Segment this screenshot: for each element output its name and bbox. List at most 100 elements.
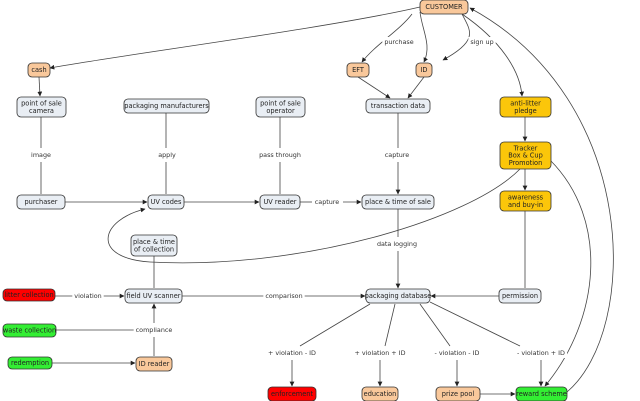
node-litter-collection[interactable]: litter collection [2, 288, 56, 302]
node-label: education [364, 390, 397, 398]
node-label: waste collection [3, 327, 56, 335]
edge-label-background [257, 150, 303, 160]
edge-label-background [382, 37, 416, 47]
node-uv-codes[interactable]: UV codes [147, 194, 185, 210]
edge-label-minus-violation-plus-id: - violation + ID [517, 349, 565, 357]
connector-line [469, 7, 614, 393]
node-box [147, 194, 185, 210]
node-reward-scheme[interactable]: reward scheme [515, 386, 568, 401]
node-permission[interactable]: permission [498, 288, 542, 304]
node-box [361, 386, 399, 401]
node-label: anti-litter [510, 100, 541, 108]
node-box [16, 96, 67, 118]
edge-label-plus-violation-minus-id: + violation - ID [268, 349, 316, 357]
node-packaging-manufacturers[interactable]: packaging manufacturers [123, 98, 210, 114]
node-box [2, 323, 57, 338]
node-label: redemption [11, 359, 49, 367]
node-box [124, 288, 183, 304]
node-label: Tracker [513, 145, 538, 153]
node-box [135, 356, 173, 372]
edge-label-background [382, 150, 412, 160]
node-education[interactable]: education [361, 386, 399, 401]
node-enforcement[interactable]: enforcement [267, 386, 317, 401]
connector-line [544, 159, 592, 387]
connector-line [299, 303, 371, 347]
node-label: litter collection [4, 291, 53, 299]
node-label: awareness [508, 194, 544, 202]
edge-label-purchase: purchase [384, 38, 413, 46]
node-box [515, 386, 568, 401]
node-box [419, 0, 469, 15]
node-label: point of sale [260, 100, 301, 108]
node-packaging-database[interactable]: packaging database [365, 288, 432, 304]
node-label: prize pool [442, 390, 475, 398]
edge-label-background [266, 348, 319, 358]
edge-label-background [263, 291, 305, 301]
node-customer[interactable]: CUSTOMER [419, 0, 469, 15]
node-box [2, 288, 56, 302]
node-field-uv-scanner[interactable]: field UV scanner [124, 288, 183, 304]
node-purchaser[interactable]: purchaser [16, 194, 66, 210]
node-label: transaction data [371, 102, 425, 110]
edge-label-sign-up: sign up [470, 38, 493, 46]
node-label: point of sale [21, 100, 62, 108]
node-place-time-sale[interactable]: place & time of sale [361, 194, 435, 210]
node-box [365, 288, 431, 304]
edge-label-minus-violation-minus-id: - violation - ID [435, 349, 480, 357]
node-uv-reader[interactable]: UV reader [259, 194, 301, 210]
edge-label-background [515, 348, 568, 358]
node-transaction-data[interactable]: transaction data [365, 98, 431, 114]
node-label: camera [29, 107, 54, 115]
node-box [499, 141, 552, 170]
node-eft[interactable]: EFT [346, 62, 370, 78]
node-label: and buy-in [508, 201, 543, 209]
edge-label-background [352, 348, 408, 358]
node-label: purchaser [25, 198, 58, 206]
node-box [361, 194, 435, 210]
connector-layer [37, 6, 614, 397]
connector-line [37, 76, 43, 97]
node-label: of collection [134, 245, 174, 253]
node-box [498, 288, 542, 304]
edge-label-apply: apply [158, 151, 176, 159]
connector-line [419, 303, 451, 347]
edge-label-compliance: compliance [136, 326, 173, 334]
node-prize-pool[interactable]: prize pool [435, 386, 481, 401]
node-waste-collection[interactable]: waste collection [2, 323, 57, 338]
node-cash[interactable]: cash [27, 62, 51, 78]
node-box [259, 194, 301, 210]
node-box [255, 96, 306, 118]
node-label: Promotion [509, 159, 543, 167]
edge-label-background [29, 150, 54, 160]
node-label: EFT [352, 66, 365, 74]
node-label: packaging database [365, 292, 432, 300]
edge-label-background [432, 348, 482, 358]
edge-label-pass-through: pass through [259, 151, 301, 159]
node-label: permission [502, 292, 538, 300]
edge-label-plus-violation-plus-id: + violation + ID [354, 349, 405, 357]
edge-label-background [156, 150, 179, 160]
connector-line [429, 301, 521, 347]
node-box [365, 98, 431, 114]
node-label: cash [31, 66, 46, 74]
node-redemption[interactable]: redemption [7, 356, 53, 370]
node-id[interactable]: ID [415, 62, 433, 78]
node-label: ID reader [139, 360, 170, 368]
node-id-reader[interactable]: ID reader [135, 356, 173, 372]
connector-line [384, 303, 396, 347]
node-label: place & time [133, 238, 175, 246]
edge-label-background [133, 325, 175, 335]
node-box [435, 386, 481, 401]
node-label: pledge [514, 107, 537, 115]
edge-label-background [468, 37, 496, 47]
node-label: CUSTOMER [425, 3, 463, 11]
node-label: packaging manufacturers [124, 102, 209, 110]
